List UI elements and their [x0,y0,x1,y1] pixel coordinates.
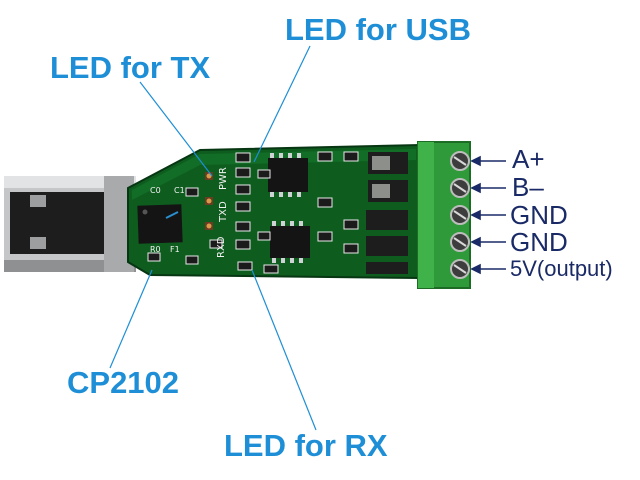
silkscreen-c1: C1 [174,186,185,195]
usb-connector [4,176,136,272]
label-led-for-usb: LED for USB [285,12,471,47]
label-led-for-rx: LED for RX [224,428,388,463]
screw-terminal-block [417,141,471,289]
silkscreen-pwr: PWR [218,167,229,190]
pin-label-gnd-2: GND [510,227,568,257]
silkscreen-rxd: RXD [216,236,227,258]
silkscreen-txd: TXD [218,201,229,223]
ic-packages [268,153,310,263]
status-leds [205,172,213,230]
pin-label-b-minus: B– [512,172,544,202]
pin-label-gnd-1: GND [510,200,568,230]
pin-label-a-plus: A+ [512,144,545,174]
silkscreen-c0: C0 [150,186,161,195]
pin-arrows [470,155,506,275]
pin-label-5v-output: 5V(output) [510,256,613,281]
silkscreen-r0: R0 [150,245,161,254]
label-led-for-tx: LED for TX [50,50,211,85]
protection-diodes [366,152,408,274]
label-cp2102: CP2102 [67,365,180,400]
smd-components [147,151,359,274]
silkscreen-f1: F1 [170,245,180,254]
leader-lines [109,45,317,431]
cp2102-chip [137,204,183,244]
